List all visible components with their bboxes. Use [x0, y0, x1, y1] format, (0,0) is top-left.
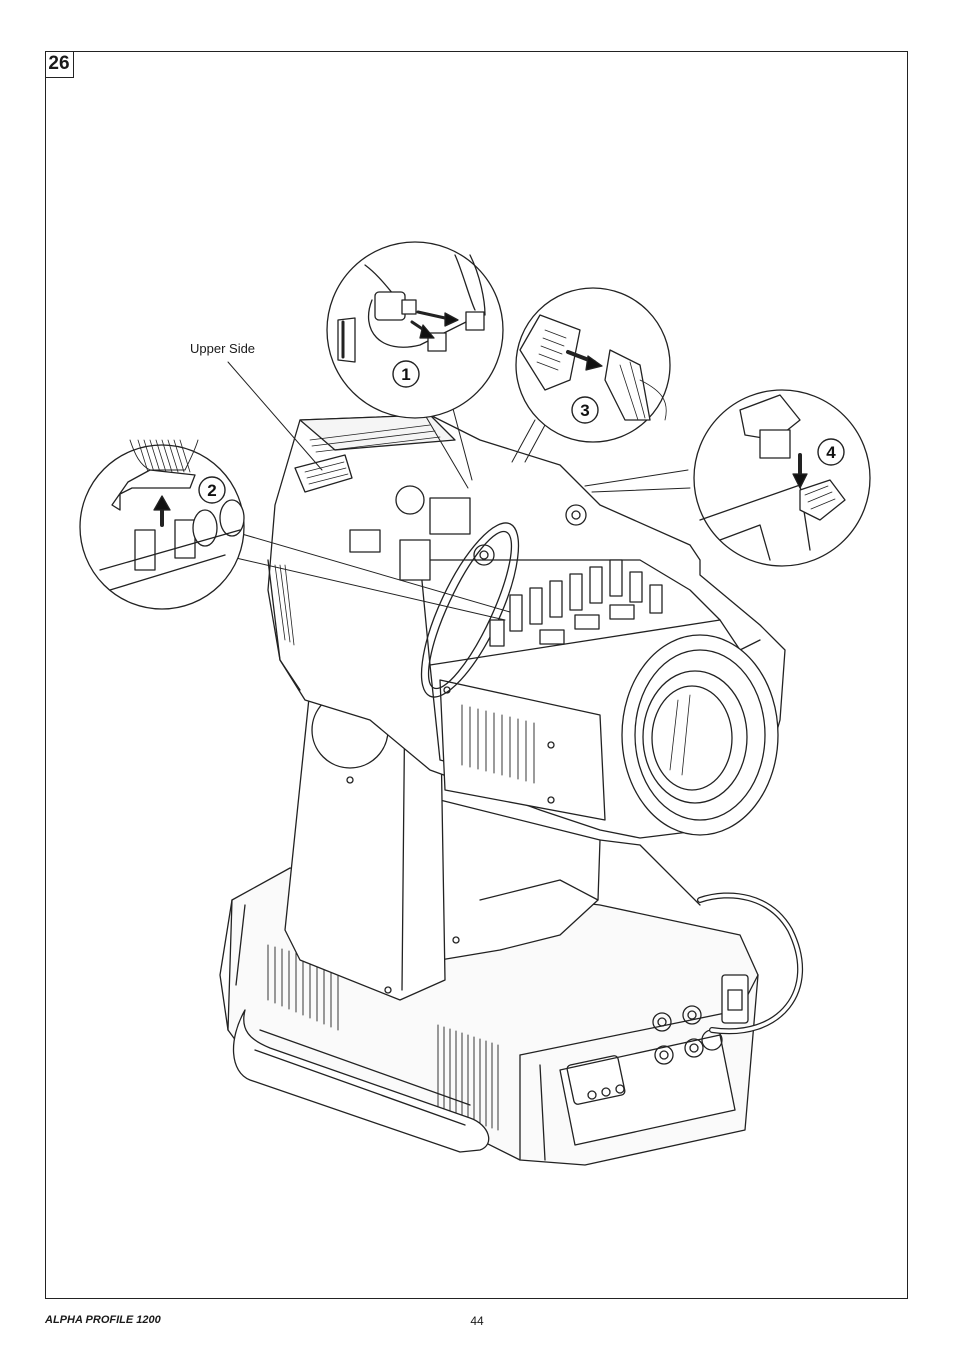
step-label-3: 3	[580, 401, 589, 420]
step-label-2: 2	[207, 481, 216, 500]
upper-side-label: Upper Side	[190, 341, 255, 356]
step-label-1: 1	[401, 365, 410, 384]
step-label-4: 4	[826, 443, 836, 462]
detail-2	[80, 440, 244, 609]
footer-page-number: 44	[0, 1314, 954, 1328]
detail-4	[694, 390, 870, 566]
detail-1	[327, 242, 503, 418]
